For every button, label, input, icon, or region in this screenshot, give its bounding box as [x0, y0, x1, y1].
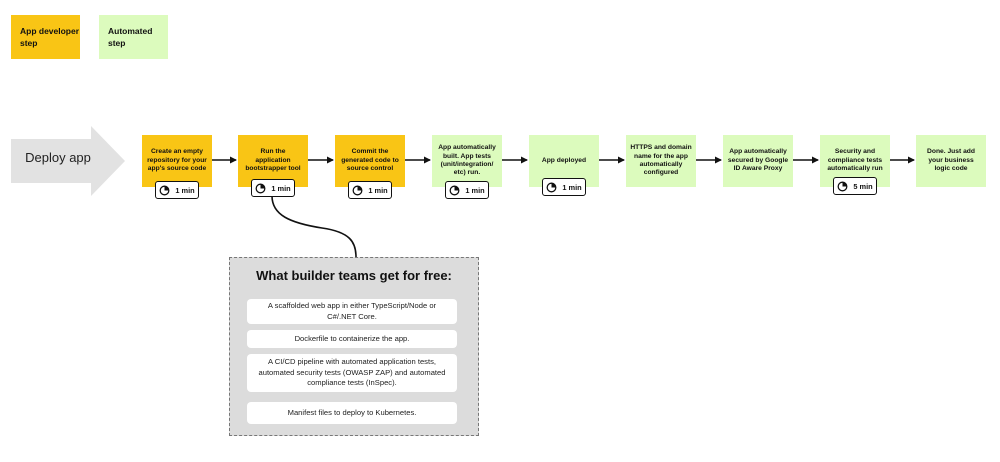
duration-badge: 1 min [155, 181, 199, 199]
deploy-app-arrow [11, 126, 125, 196]
legend-automated-step: Automated step [99, 15, 168, 59]
benefit-item: Manifest files to deploy to Kubernetes. [247, 402, 457, 424]
legend-line: App developer [20, 26, 80, 36]
duration-text: 5 min [853, 181, 873, 191]
benefit-text: Manifest files to deploy to Kubernetes. [287, 407, 417, 417]
benefit-text: A CI/CD pipeline with automated applicat… [258, 357, 446, 388]
step-https-domain: HTTPS and domain name for the app automa… [626, 135, 696, 187]
step-commit-code: Commit the generated code to source cont… [335, 135, 405, 187]
legend-line: step [108, 38, 126, 48]
step-text: Run the application bootstrapper tool [245, 148, 301, 173]
step-text: HTTPS and domain name for the app automa… [630, 144, 692, 177]
benefit-item: A CI/CD pipeline with automated applicat… [247, 354, 457, 392]
step-text: Create an empty repository for your app'… [147, 148, 207, 173]
clock-icon [546, 182, 557, 192]
step-run-bootstrapper: Run the application bootstrapper tool [238, 135, 308, 187]
duration-badge: 5 min [833, 177, 877, 195]
legend-app-developer-step: App developer step [11, 15, 80, 59]
step-done: Done. Just add your business logic code [916, 135, 986, 187]
duration-badge: 1 min [251, 179, 295, 197]
duration-text: 1 min [175, 185, 195, 195]
callout-curve [271, 195, 357, 258]
step-app-built-tests: App automatically built. App tests (unit… [432, 135, 502, 187]
step-text: Commit the generated code to source cont… [341, 148, 399, 173]
clock-icon [449, 185, 460, 195]
clock-icon [352, 185, 363, 195]
duration-badge: 1 min [445, 181, 489, 199]
step-identity-aware-proxy: App automatically secured by Google ID A… [723, 135, 793, 187]
legend-line: Automated [108, 26, 153, 36]
benefit-text: Dockerfile to containerize the app. [294, 333, 410, 343]
clock-icon [255, 183, 266, 193]
duration-badge: 1 min [348, 181, 392, 199]
deploy-app-label: Deploy app [25, 150, 91, 165]
clock-icon [837, 181, 848, 191]
benefit-item: Dockerfile to containerize the app. [247, 330, 457, 348]
step-text: App automatically secured by Google ID A… [727, 148, 789, 173]
clock-icon [159, 185, 170, 195]
step-create-repository: Create an empty repository for your app'… [142, 135, 212, 187]
benefit-item: A scaffolded web app in either TypeScrip… [247, 299, 457, 324]
duration-text: 1 min [562, 182, 582, 192]
benefit-text: A scaffolded web app in either TypeScrip… [267, 301, 437, 321]
legend-line: step [20, 38, 38, 48]
duration-text: 1 min [368, 185, 388, 195]
benefits-title: What builder teams get for free: [256, 268, 452, 283]
step-text: Done. Just add your business logic code [927, 148, 975, 173]
benefits-panel: What builder teams get for free: A scaff… [229, 257, 479, 436]
duration-badge: 1 min [542, 178, 586, 196]
duration-text: 1 min [465, 185, 485, 195]
step-text: Security and compliance tests automatica… [827, 148, 883, 173]
step-text: App deployed [541, 156, 587, 164]
step-text: App automatically built. App tests (unit… [438, 144, 496, 177]
duration-text: 1 min [271, 183, 291, 193]
